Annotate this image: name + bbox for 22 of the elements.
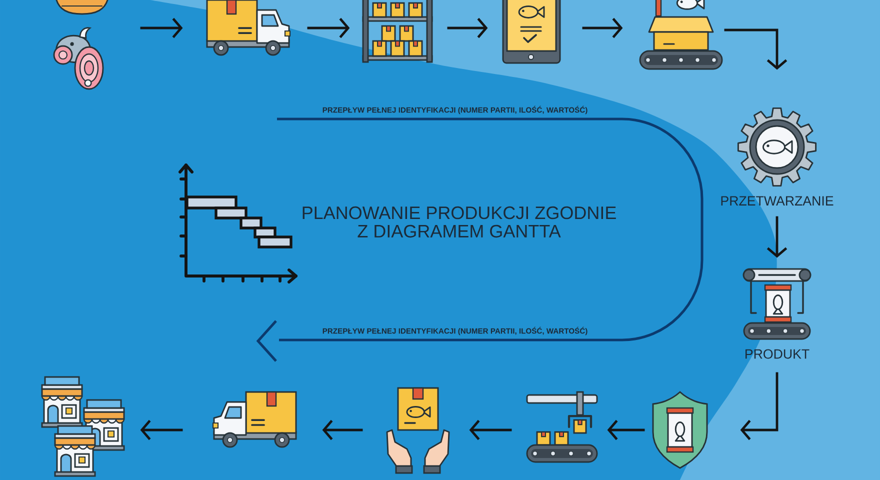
arrow (447, 18, 488, 38)
icon-caption: PRZETWARZANIE (721, 196, 834, 206)
robotic-arm-icon (526, 391, 598, 463)
arrow (140, 420, 183, 440)
arrow (469, 420, 512, 440)
truck-icon (206, 0, 291, 56)
hands-box-icon (386, 387, 450, 474)
arrow (724, 28, 788, 70)
shelf-icon (362, 0, 433, 63)
arrow (607, 420, 645, 440)
arrow (140, 18, 183, 38)
icon-caption: PRODUKT (746, 349, 810, 359)
arrow (582, 18, 623, 38)
truck-icon (212, 391, 297, 448)
conveyor-icon (639, 0, 723, 70)
shield-icon (652, 391, 708, 469)
arrow (322, 420, 363, 440)
tablet-icon (502, 0, 561, 64)
arrow (307, 18, 350, 38)
arrow (740, 372, 778, 440)
heading: PLANOWANIE PRODUKCJI ZGODNIE Z DIAGRAMEM GANTTA (302, 206, 616, 238)
arrow (766, 216, 788, 258)
